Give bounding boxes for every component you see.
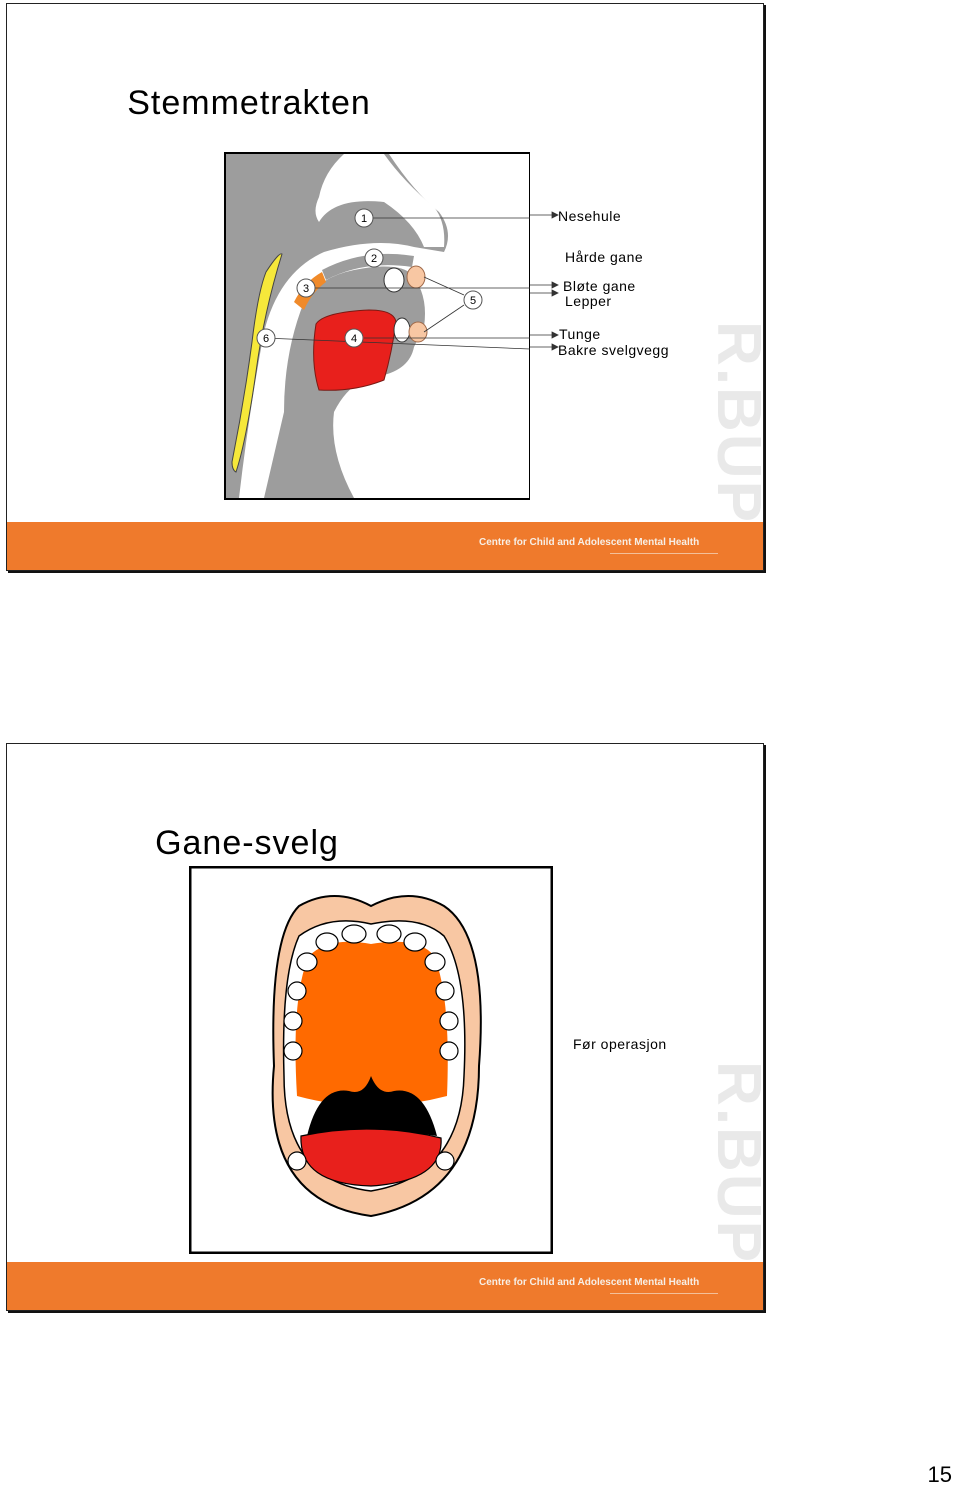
- pharynx: [307, 1076, 437, 1136]
- upper-lip: [406, 265, 426, 289]
- footer-subline: [610, 553, 718, 562]
- slide-title: Gane-svelg: [155, 824, 339, 862]
- label-bakre-svelgvegg: Bakre svelgvegg: [558, 342, 670, 358]
- spine: [231, 253, 283, 473]
- lower-lip: [408, 321, 428, 343]
- svg-text:5: 5: [470, 295, 476, 307]
- label-tunge: Tunge: [559, 326, 601, 342]
- label-for-operasjon: Før operasjon: [573, 1036, 667, 1052]
- footer-subline: [610, 1293, 718, 1302]
- slide-gane-svelg: Gane-svelg R.BUP Før operasjon Centre fo…: [6, 743, 764, 1311]
- page-number: 15: [927, 1462, 952, 1487]
- teeth: [283, 924, 459, 1171]
- vocal-tract-diagram: 1 2 3 4 5 6: [224, 152, 530, 500]
- pointer-lines: [263, 217, 530, 350]
- label-blote-gane: Bløte gane: [563, 278, 636, 294]
- slide-stemmetrakten: Stemmetrakten R.BUP 1 2: [6, 3, 764, 571]
- number-markers: 1 2 3 4 5 6: [256, 208, 483, 348]
- footer-org-name: Centre for Child and Adolescent Mental H…: [479, 1277, 700, 1288]
- palate: [295, 941, 448, 1106]
- svg-text:3: 3: [303, 283, 309, 295]
- upper-tooth: [383, 267, 405, 293]
- hard-palate: [322, 253, 414, 280]
- svg-text:4: 4: [351, 333, 357, 345]
- svg-text:1: 1: [361, 213, 367, 225]
- watermark-logo: R.BUP: [703, 1060, 764, 1264]
- label-nesehule: Nesehule: [558, 208, 622, 224]
- tongue: [313, 309, 397, 391]
- slide-footer: Centre for Child and Adolescent Mental H…: [7, 522, 763, 570]
- footer-org-name: Centre for Child and Adolescent Mental H…: [479, 537, 700, 548]
- arrow-lines: [530, 211, 559, 351]
- watermark-logo: R.BUP: [703, 320, 764, 524]
- slide-title: Stemmetrakten: [127, 84, 371, 122]
- nasal-cavity-space: [315, 154, 445, 247]
- svg-text:2: 2: [371, 253, 377, 265]
- tongue: [300, 1128, 442, 1187]
- label-lepper: Lepper: [565, 293, 612, 309]
- svg-text:6: 6: [263, 333, 269, 345]
- open-mouth-diagram: [189, 866, 553, 1254]
- label-harde-gane: Hårde gane: [565, 249, 644, 265]
- slide-footer: Centre for Child and Adolescent Mental H…: [7, 1262, 763, 1310]
